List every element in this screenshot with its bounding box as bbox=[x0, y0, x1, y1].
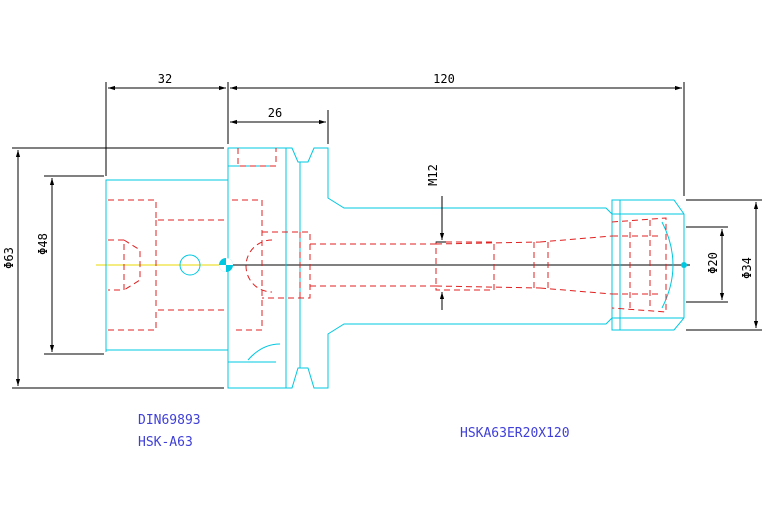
hsk-inner-hidden bbox=[108, 199, 228, 331]
ball-hidden bbox=[245, 239, 273, 293]
dim-63-label: Φ63 bbox=[2, 247, 16, 269]
center-mark-quadrant-2 bbox=[219, 265, 226, 272]
drive-slot-arc bbox=[247, 343, 281, 361]
coolant-bore-hidden bbox=[310, 235, 613, 295]
hidden-lines bbox=[108, 148, 667, 331]
thread-hidden bbox=[435, 241, 549, 291]
dim-120-label: 120 bbox=[433, 72, 455, 86]
center-mark-quadrant bbox=[226, 258, 233, 265]
interface-label: HSK-A63 bbox=[138, 435, 193, 450]
model-note: HSKA63ER20X120 bbox=[460, 423, 570, 445]
dimension-lines bbox=[12, 82, 762, 389]
tool-holder-outline bbox=[105, 147, 685, 389]
standard-note: DIN69893 HSK-A63 bbox=[138, 410, 201, 454]
dim-34-label: Φ34 bbox=[740, 257, 754, 279]
standard-label: DIN69893 bbox=[138, 413, 201, 428]
dim-26-label: 26 bbox=[268, 106, 282, 120]
flange-bore-hidden bbox=[232, 148, 277, 331]
hsk-groove-hidden bbox=[108, 239, 141, 291]
dim-48-label: Φ48 bbox=[36, 233, 50, 255]
dim-m12-label: M12 bbox=[426, 164, 440, 186]
nose-point bbox=[681, 262, 687, 268]
model-label: HSKA63ER20X120 bbox=[460, 426, 570, 441]
collet-hidden bbox=[611, 217, 667, 313]
dim-20-label: Φ20 bbox=[706, 252, 720, 274]
cross-hole-outline bbox=[179, 254, 201, 276]
dim-32-label: 32 bbox=[158, 72, 172, 86]
bore-hidden bbox=[262, 231, 311, 299]
